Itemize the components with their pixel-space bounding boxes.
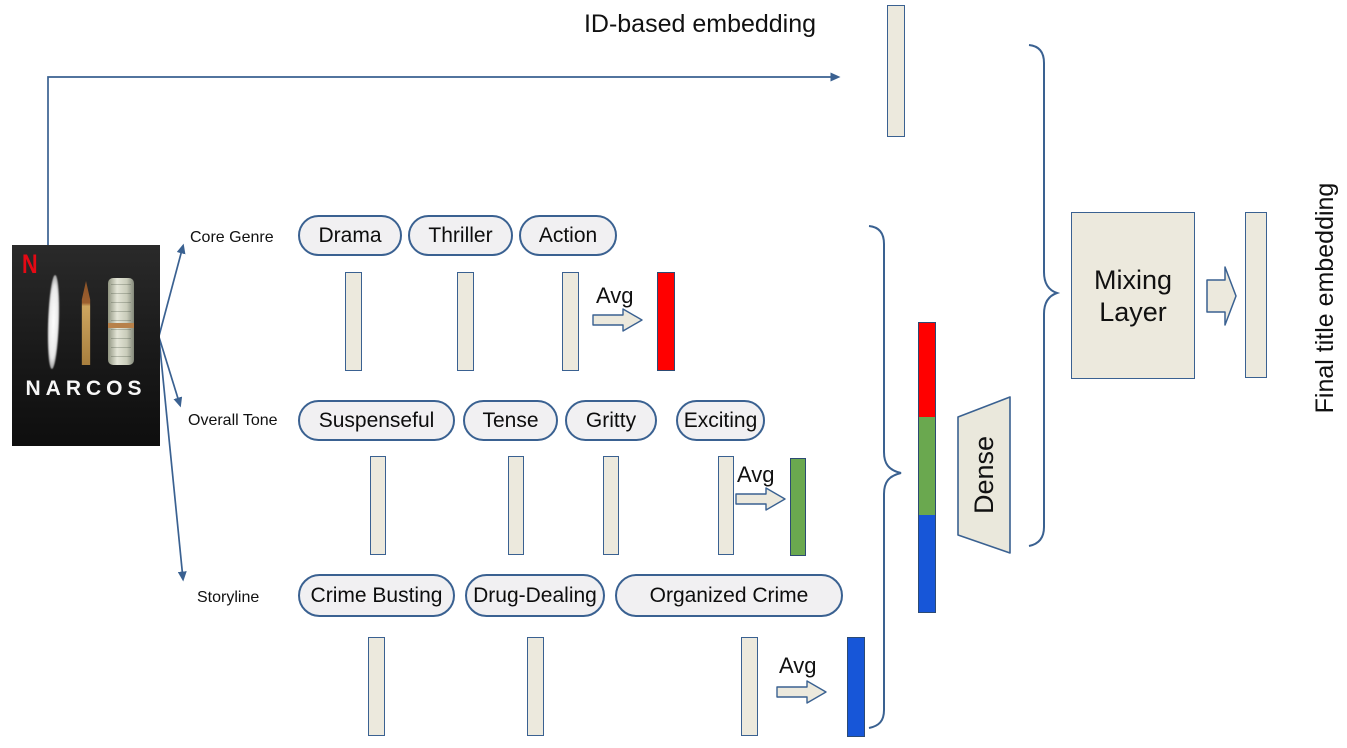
- narcos-poster: N NARCOS: [12, 245, 160, 446]
- avg-label: Avg: [779, 653, 817, 678]
- mixing-layer-label-line1: Mixing: [1093, 264, 1173, 295]
- id-based-embedding-label: ID-based embedding: [583, 10, 817, 38]
- concat-segment-red: [919, 323, 935, 418]
- fan-arrow-overall-tone: [158, 336, 183, 408]
- concat-segment-blue: [919, 514, 935, 612]
- tag-pill-thriller: Thriller: [408, 215, 513, 256]
- id-embedding-arrow: [47, 72, 841, 246]
- poster-title: NARCOS: [25, 377, 147, 400]
- avg-arrow-icon: [592, 308, 643, 332]
- tag-pill-tense: Tense: [463, 400, 558, 441]
- id-embedding-vector: [887, 5, 905, 137]
- avg-label: Avg: [737, 462, 775, 487]
- bill-band: [108, 323, 134, 329]
- tag-embedding-vector: [603, 456, 619, 555]
- avg-label: Avg: [596, 283, 634, 308]
- tag-embedding-vector: [741, 637, 758, 736]
- netflix-logo-icon: N: [22, 249, 38, 279]
- tag-embedding-vector: [368, 637, 385, 736]
- concatenated-tag-vector: [918, 322, 936, 613]
- storyline-avg-vector: [847, 637, 865, 737]
- tag-embedding-vector: [562, 272, 579, 371]
- concat-segment-green: [919, 417, 935, 515]
- tag-embedding-vector: [457, 272, 474, 371]
- bullet-icon: [81, 281, 91, 365]
- tag-embedding-vector: [345, 272, 362, 371]
- tag-embedding-vector: [718, 456, 734, 555]
- concat-brace: [868, 225, 902, 729]
- category-label-overall-tone: Overall Tone: [188, 412, 278, 429]
- dense-layer-shape: [957, 396, 1011, 554]
- rolled-bill-icon: [108, 278, 134, 365]
- overall-tone-avg-vector: [790, 458, 806, 556]
- tag-pill-drug-dealing: Drug-Dealing: [465, 574, 605, 617]
- bill-texture: [111, 284, 131, 359]
- tag-pill-exciting: Exciting: [676, 400, 765, 441]
- mixing-layer-label-line2: Layer: [1099, 296, 1167, 327]
- output-arrow-icon: [1206, 266, 1237, 326]
- tag-pill-action: Action: [519, 215, 617, 256]
- avg-arrow-icon: [735, 487, 786, 511]
- mixing-layer-box: Mixing Layer: [1071, 212, 1195, 379]
- category-label-storyline: Storyline: [197, 589, 260, 606]
- fan-arrow-storyline: [158, 337, 187, 582]
- tag-pill-crime-busting: Crime Busting: [298, 574, 455, 617]
- mixing-input-brace: [1028, 44, 1061, 547]
- final-title-embedding-label: Final title embedding: [1311, 182, 1339, 414]
- avg-arrow-icon: [776, 680, 827, 704]
- tag-pill-gritty: Gritty: [565, 400, 657, 441]
- fan-arrow-core-genre: [158, 243, 186, 337]
- tag-embedding-vector: [508, 456, 524, 555]
- dense-layer-label: Dense: [969, 435, 999, 515]
- core-genre-avg-vector: [657, 272, 675, 371]
- tag-embedding-vector: [370, 456, 386, 555]
- tag-pill-suspenseful: Suspenseful: [298, 400, 455, 441]
- tag-pill-drama: Drama: [298, 215, 402, 256]
- category-label-core-genre: Core Genre: [190, 229, 274, 246]
- final-title-embedding-vector: [1245, 212, 1267, 378]
- tag-pill-organized-crime: Organized Crime: [615, 574, 843, 617]
- tag-embedding-vector: [527, 637, 544, 736]
- cocaine-line-icon: [46, 274, 61, 370]
